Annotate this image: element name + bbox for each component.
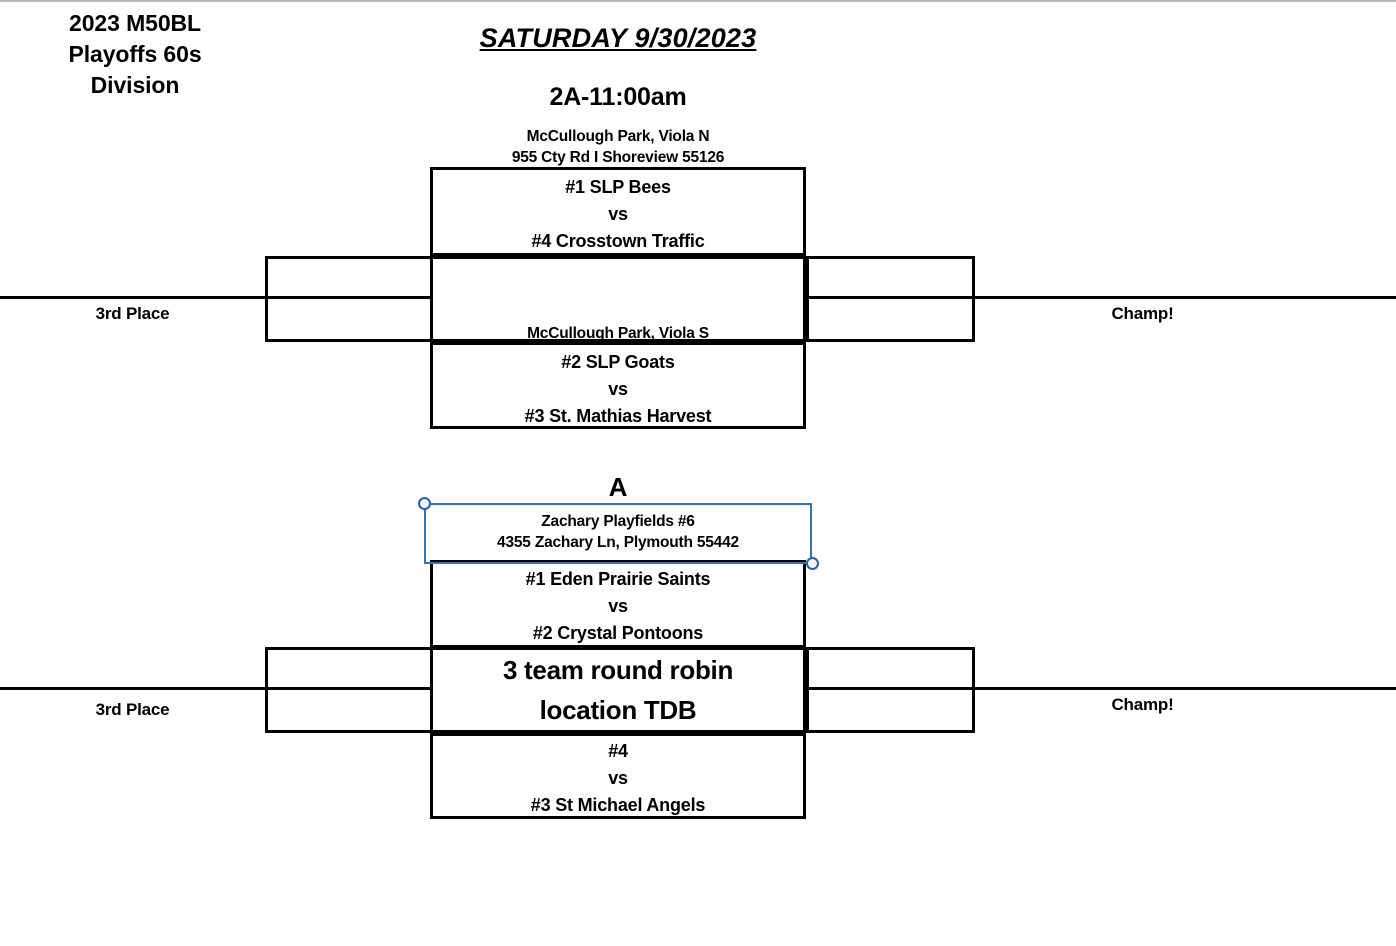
bracket-2a-third-place-feed-line [0, 296, 267, 299]
team-top: #1 Eden Prairie Saints [525, 569, 711, 589]
bracket-2a-middle-venue: McCullough Park, Viola S [527, 325, 709, 342]
bracket-a-round-robin-note: 3 team round robin location TDB [433, 651, 803, 730]
bracket-2a-champ-box[interactable] [806, 256, 975, 342]
bracket-a-third-place-feed-line [0, 687, 267, 690]
team-top: #2 SLP Goats [561, 352, 675, 372]
bracket-a-third-place-divider [265, 687, 433, 690]
bracket-a-champ-box[interactable] [806, 647, 975, 733]
venue-address: 4355 Zachary Ln, Plymouth 55442 [497, 534, 739, 552]
bracket-2a-slot-label: 2A-11:00am [549, 83, 687, 111]
bracket-a-slot-label: A [608, 472, 628, 502]
page-title-line-2: Playoffs 60s [68, 41, 202, 68]
selection-rectangle[interactable] [424, 503, 812, 564]
round-robin-line-2: location TDB [539, 694, 697, 725]
selection-handle-bottom-right[interactable] [806, 557, 819, 570]
venue-address: 955 Cty Rd I Shoreview 55126 [511, 149, 725, 167]
bracket-a-upper-venue: Zachary Playfields #6 4355 Zachary Ln, P… [430, 511, 806, 554]
vs-label: vs [608, 596, 628, 616]
bracket-2a-lower-matchup: #2 SLP Goats vs #3 St. Mathias Harvest [433, 349, 803, 430]
vs-label: vs [608, 204, 628, 224]
bracket-a-champ-feed-line [973, 687, 1396, 690]
bracket-a-champ-divider [806, 687, 975, 690]
bracket-2a-third-place-box[interactable] [265, 256, 433, 342]
bracket-2a-upper-matchup: #1 SLP Bees vs #4 Crosstown Traffic [433, 174, 803, 255]
team-bottom: #3 St Michael Angels [530, 795, 706, 815]
bracket-2a-champ-label: Champ! [1111, 304, 1174, 323]
team-top: #1 SLP Bees [565, 177, 671, 197]
venue-name: Zachary Playfields #6 [541, 513, 695, 530]
bracket-a-lower-matchup: #4 vs #3 St Michael Angels [433, 738, 803, 819]
team-bottom: #3 St. Mathias Harvest [524, 406, 712, 426]
bracket-2a-upper-game-box[interactable] [430, 167, 806, 256]
round-robin-line-1: 3 team round robin [502, 655, 734, 685]
team-bottom: #2 Crystal Pontoons [532, 623, 704, 643]
page-title-line-1: 2023 M50BL [69, 10, 201, 36]
bracket-2a-third-place-divider [265, 296, 433, 299]
bracket-a-third-place-label: 3rd Place [95, 700, 170, 719]
bracket-a-upper-matchup: #1 Eden Prairie Saints vs #2 Crystal Pon… [433, 566, 803, 647]
bracket-a-lower-game-box[interactable] [430, 733, 806, 819]
bracket-2a-champ-divider [806, 296, 975, 299]
venue-name: McCullough Park, Viola N [526, 128, 710, 145]
page-title: 2023 M50BL Playoffs 60s Division [20, 8, 250, 101]
team-bottom: #4 Crosstown Traffic [531, 231, 705, 251]
bracket-2a-upper-venue: McCullough Park, Viola N 955 Cty Rd I Sh… [430, 126, 806, 169]
team-top: #4 [608, 741, 628, 761]
selection-handle-top-left[interactable] [418, 497, 431, 510]
bracket-a-third-place-box[interactable] [265, 647, 433, 733]
date-header: SATURDAY 9/30/2023 [479, 23, 757, 53]
bracket-a-upper-game-box[interactable] [430, 560, 806, 648]
bracket-2a-champ-feed-line [973, 296, 1396, 299]
vs-label: vs [608, 768, 628, 788]
bracket-2a-third-place-label: 3rd Place [95, 304, 170, 323]
vs-label: vs [608, 379, 628, 399]
bracket-a-champ-label: Champ! [1111, 695, 1174, 714]
page-title-line-3: Division [90, 72, 180, 99]
window-top-edge [0, 0, 1396, 2]
bracket-2a-lower-game-box[interactable] [430, 342, 806, 429]
